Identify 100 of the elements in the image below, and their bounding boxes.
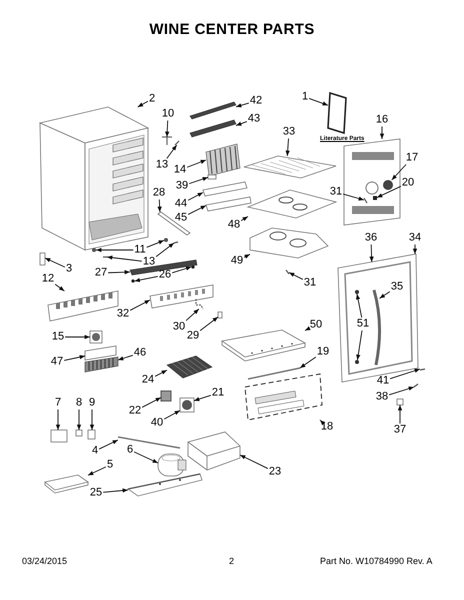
bracket-drawing [205, 196, 252, 212]
callout-number: 14 [174, 164, 186, 176]
leader-line [108, 270, 130, 274]
callout-number: 2 [148, 94, 156, 104]
leader-line [369, 244, 374, 262]
leveling-leg-drawing [40, 252, 46, 266]
leader-line [102, 488, 128, 493]
leader-line [64, 334, 90, 340]
callout-number: 16 [376, 114, 388, 126]
callout-number: 28 [152, 188, 166, 198]
base-plate-drawing [127, 473, 203, 496]
leader-line [200, 316, 218, 332]
callout-number: 46 [134, 348, 146, 358]
back-panel-drawing [344, 138, 400, 226]
hinge-drawing [355, 290, 359, 294]
callout-number: 9 [88, 398, 96, 408]
booklet-drawing [327, 92, 347, 134]
leader-line [157, 199, 162, 212]
leader-line [156, 242, 174, 258]
leader-line [388, 386, 414, 396]
callout-number: 20 [402, 178, 414, 188]
leader-line [146, 240, 164, 248]
leader-line [118, 354, 134, 360]
fan-drawing [180, 398, 194, 412]
callout-number: 11 [134, 244, 146, 256]
callout-number: 31 [330, 186, 342, 198]
rod-drawing [157, 212, 191, 236]
callout-number: 37 [394, 424, 406, 436]
door-handle-drawing [372, 290, 382, 366]
callout-number: 35 [390, 282, 404, 292]
grille-drawing [48, 290, 118, 322]
callout-number: 34 [408, 232, 422, 244]
button-drawing [373, 196, 377, 200]
leader-line [186, 160, 206, 168]
wire-harness-drawing [196, 298, 204, 310]
screw-drawing [131, 279, 135, 283]
callout-number: 17 [406, 152, 418, 164]
footer-text: Part No. W10784990 Rev. A [320, 557, 432, 566]
leader-line [304, 326, 311, 331]
leader-line [54, 284, 65, 292]
leader-line [56, 409, 60, 430]
leader-line [398, 404, 402, 424]
leader-line [172, 266, 192, 274]
callout-number: 10 [162, 108, 174, 120]
callout-number: 3 [66, 264, 72, 274]
trim-strip-drawing [190, 102, 236, 120]
callout-number: 43 [248, 114, 260, 124]
callout-number: 33 [282, 126, 296, 138]
drain-pan-drawing [188, 432, 240, 470]
gasket-strip-drawing [248, 367, 300, 380]
screw-drawing [92, 248, 96, 252]
callout-number: 29 [186, 330, 200, 342]
bracket-drawing [50, 430, 68, 442]
callout-number: 27 [94, 268, 108, 278]
callout-number: 32 [116, 308, 130, 320]
hinge-drawing [355, 360, 359, 364]
callout-number: 6 [126, 444, 134, 456]
wire-shelf-drawing [244, 156, 336, 178]
leader-line [188, 205, 206, 215]
callout-number: 25 [90, 488, 102, 498]
leader-line [391, 164, 406, 180]
leader-line [379, 291, 390, 299]
callout-number: 44 [174, 198, 188, 210]
heat-sink-drawing [166, 356, 213, 378]
callout-number: 40 [150, 418, 164, 428]
callout-number: 49 [230, 256, 244, 266]
door-gasket-drawing [344, 261, 413, 375]
hinge-pin-drawing [420, 368, 426, 371]
clip-drawing [286, 270, 290, 274]
callout-number: 12 [42, 274, 54, 284]
leader-line [376, 186, 402, 198]
callout-number: 13 [156, 160, 168, 170]
callout-number: 22 [128, 406, 142, 416]
footer-text: 03/24/2015 [22, 557, 68, 566]
clip-drawing [88, 430, 96, 440]
callout-number: 31 [304, 278, 316, 288]
callout-number: 36 [364, 232, 378, 244]
leader-line [166, 144, 178, 159]
compressor-drawing [158, 454, 186, 476]
leader-line [244, 254, 250, 259]
callout-number: 4 [92, 446, 98, 456]
leader-line [90, 409, 94, 430]
leader-line [320, 420, 326, 426]
fan-housing-drawing [250, 228, 329, 258]
callout-number: 19 [316, 346, 330, 358]
screw-drawing [162, 136, 172, 146]
leader-line [188, 192, 204, 201]
leader-line [240, 454, 268, 469]
title: WINE CENTER PARTS [148, 20, 316, 40]
leader-line [188, 176, 208, 184]
tray-drawing [44, 474, 89, 494]
leader-line [134, 276, 158, 282]
leader-line [380, 126, 384, 140]
callout-number: 26 [158, 270, 172, 280]
callout-number: 42 [250, 96, 262, 106]
callout-number: 15 [52, 332, 64, 342]
leader-line [96, 248, 134, 252]
callout-number: 47 [50, 356, 64, 368]
leader-line [342, 194, 364, 201]
clip-drawing [363, 198, 368, 204]
